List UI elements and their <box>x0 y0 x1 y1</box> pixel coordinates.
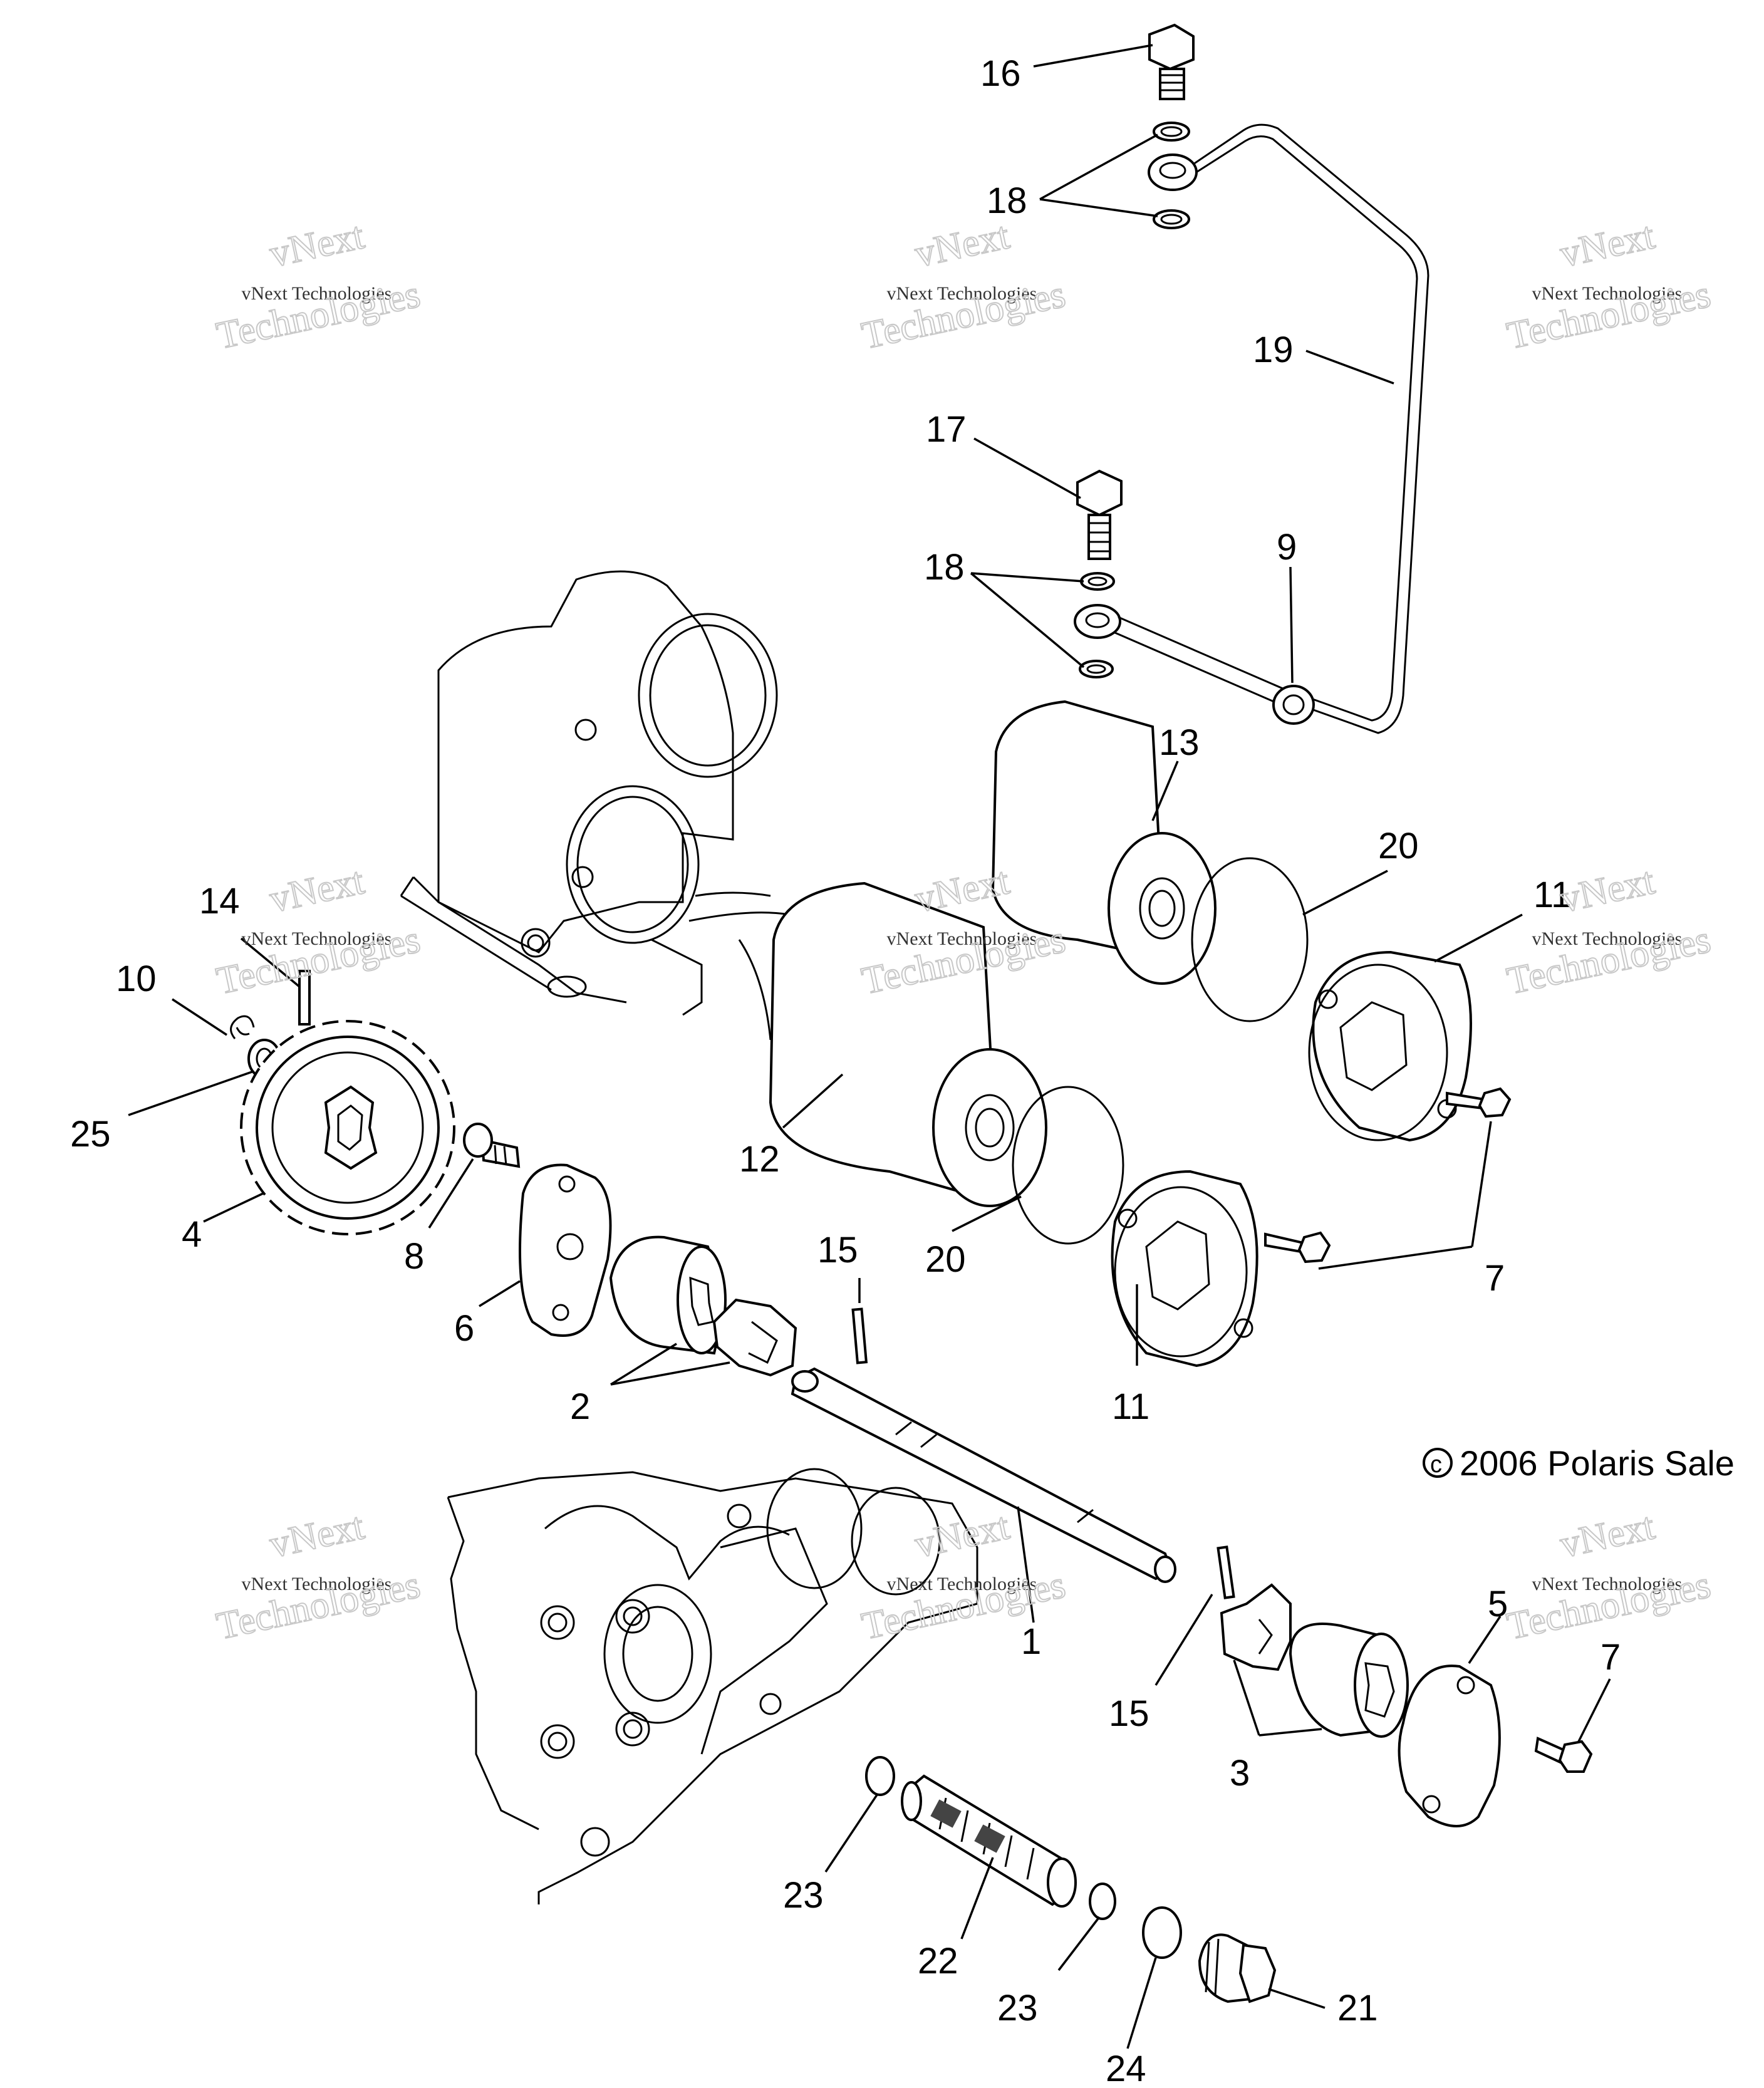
callout-11-upper: 11 <box>1533 875 1571 915</box>
svg-text:vNext Technologies: vNext Technologies <box>1532 1574 1683 1594</box>
callout-20-lower: 20 <box>925 1239 966 1280</box>
callout-10: 10 <box>116 958 157 999</box>
watermark-6: vNext vNext Technologies Technologies <box>1503 859 1715 1003</box>
oil-filter-13 <box>991 700 1217 985</box>
svg-text:vNext: vNext <box>1557 860 1658 921</box>
clamp-9 <box>1272 685 1315 725</box>
svg-text:vNext Technologies: vNext Technologies <box>887 1574 1037 1594</box>
outer-rotor-3 <box>1289 1623 1409 1738</box>
callout-2: 2 <box>570 1386 590 1427</box>
oil-screen-22 <box>901 1774 1077 1908</box>
banjo-bolt-17 <box>1076 469 1123 560</box>
banjo-bolt-16 <box>1148 23 1195 100</box>
svg-text:vNext: vNext <box>911 1505 1013 1566</box>
callout-13: 13 <box>1159 722 1200 763</box>
inner-rotor-3 <box>1220 1583 1292 1671</box>
svg-text:vNext: vNext <box>266 860 368 921</box>
callout-14: 14 <box>199 881 240 922</box>
callout-numbers: 16 18 19 17 18 9 13 20 11 14 10 25 12 4 … <box>70 53 1621 2088</box>
callout-20-upper: 20 <box>1378 826 1419 866</box>
filter-cover-11-upper <box>1308 950 1472 1142</box>
bolt-7-upper <box>1446 1087 1512 1118</box>
callout-23-left: 23 <box>783 1875 824 1916</box>
watermark-7: vNext vNext Technologies Technologies <box>212 1504 425 1648</box>
svg-text:vNext Technologies: vNext Technologies <box>887 283 1037 304</box>
callout-1: 1 <box>1021 1621 1041 1662</box>
o-ring-20-upper <box>1191 857 1309 1022</box>
callout-11-lower: 11 <box>1112 1386 1149 1427</box>
copyright-notice: c 2006 Polaris Sale <box>1423 1443 1735 1483</box>
clip-10 <box>230 1015 255 1039</box>
callout-21: 21 <box>1337 1988 1378 2028</box>
callout-15-upper: 15 <box>817 1230 858 1270</box>
svg-text:vNext Technologies: vNext Technologies <box>887 928 1037 949</box>
callout-6: 6 <box>454 1308 474 1349</box>
svg-text:vNext: vNext <box>911 860 1013 921</box>
callout-9: 9 <box>1277 527 1297 568</box>
callout-16: 16 <box>980 53 1021 94</box>
svg-text:vNext: vNext <box>266 1505 368 1566</box>
callout-18-lower: 18 <box>924 547 965 588</box>
washer-18-upper <box>1153 122 1190 229</box>
watermark-3: vNext vNext Technologies Technologies <box>1503 214 1715 358</box>
watermark-9: vNext vNext Technologies Technologies <box>1503 1504 1715 1648</box>
gear-4 <box>240 1020 455 1235</box>
bolt-7-lower <box>1534 1737 1593 1773</box>
callout-4: 4 <box>182 1214 202 1255</box>
svg-text:vNext Technologies: vNext Technologies <box>242 1574 392 1594</box>
callout-23-right: 23 <box>997 1988 1038 2028</box>
leader-lines <box>128 44 1611 2049</box>
o-ring-20-lower <box>1012 1086 1124 1245</box>
pin-15-upper <box>851 1307 868 1364</box>
callout-5: 5 <box>1488 1584 1508 1624</box>
o-ring-24 <box>1142 1906 1182 1959</box>
svg-text:vNext Technologies: vNext Technologies <box>1532 928 1683 949</box>
callout-22: 22 <box>918 1941 958 1982</box>
pin-15-lower <box>1217 1545 1235 1599</box>
oil-line-19 <box>1193 123 1429 734</box>
washer-18-lower <box>1079 572 1115 678</box>
watermark-4: vNext vNext Technologies Technologies <box>212 859 425 1003</box>
bolt-7-middle <box>1264 1231 1331 1264</box>
inner-rotor-2 <box>712 1298 797 1377</box>
o-ring-23-left <box>865 1756 895 1796</box>
svg-text:vNext: vNext <box>1557 1505 1658 1566</box>
svg-text:vNext Technologies: vNext Technologies <box>1532 283 1683 304</box>
callout-3: 3 <box>1230 1753 1250 1794</box>
banjo-fitting-upper <box>1148 153 1198 191</box>
svg-text:vNext: vNext <box>266 214 368 276</box>
svg-text:vNext Technologies: vNext Technologies <box>242 283 392 304</box>
copyright-symbol: c <box>1430 1452 1442 1478</box>
callout-19: 19 <box>1253 330 1294 370</box>
screw-8 <box>463 1123 521 1168</box>
callout-17: 17 <box>926 409 967 450</box>
callout-18-upper: 18 <box>987 180 1027 221</box>
svg-text:vNext: vNext <box>911 214 1013 276</box>
callout-7-upper: 7 <box>1485 1258 1505 1299</box>
copyright-text: 2006 Polaris Sale <box>1460 1443 1735 1483</box>
engine-case-upper <box>400 570 790 1041</box>
engine-case-lower <box>447 1468 978 1904</box>
filter-cover-11-lower <box>1111 1170 1258 1368</box>
pump-plate-5 <box>1398 1665 1501 1827</box>
callout-7-lower: 7 <box>1601 1637 1621 1678</box>
banjo-fitting-lower <box>1074 604 1285 706</box>
pin-14 <box>298 970 311 1026</box>
callout-15-lower: 15 <box>1109 1693 1149 1734</box>
pump-shaft-1 <box>791 1367 1176 1583</box>
callout-24: 24 <box>1106 2049 1146 2085</box>
oil-filter-12 <box>769 881 1047 1207</box>
outer-rotor-2 <box>609 1235 727 1355</box>
callout-8: 8 <box>404 1236 424 1277</box>
watermark-2: vNext vNext Technologies Technologies <box>858 214 1070 358</box>
watermark-1: vNext vNext Technologies Technologies <box>212 214 425 358</box>
plug-21 <box>1198 1933 1277 2003</box>
o-ring-23-right <box>1089 1883 1116 1920</box>
svg-text:vNext: vNext <box>1557 214 1658 276</box>
callout-25: 25 <box>70 1114 111 1155</box>
callout-12: 12 <box>739 1139 780 1180</box>
svg-text:vNext Technologies: vNext Technologies <box>242 928 392 949</box>
pump-plate-6 <box>519 1163 612 1337</box>
